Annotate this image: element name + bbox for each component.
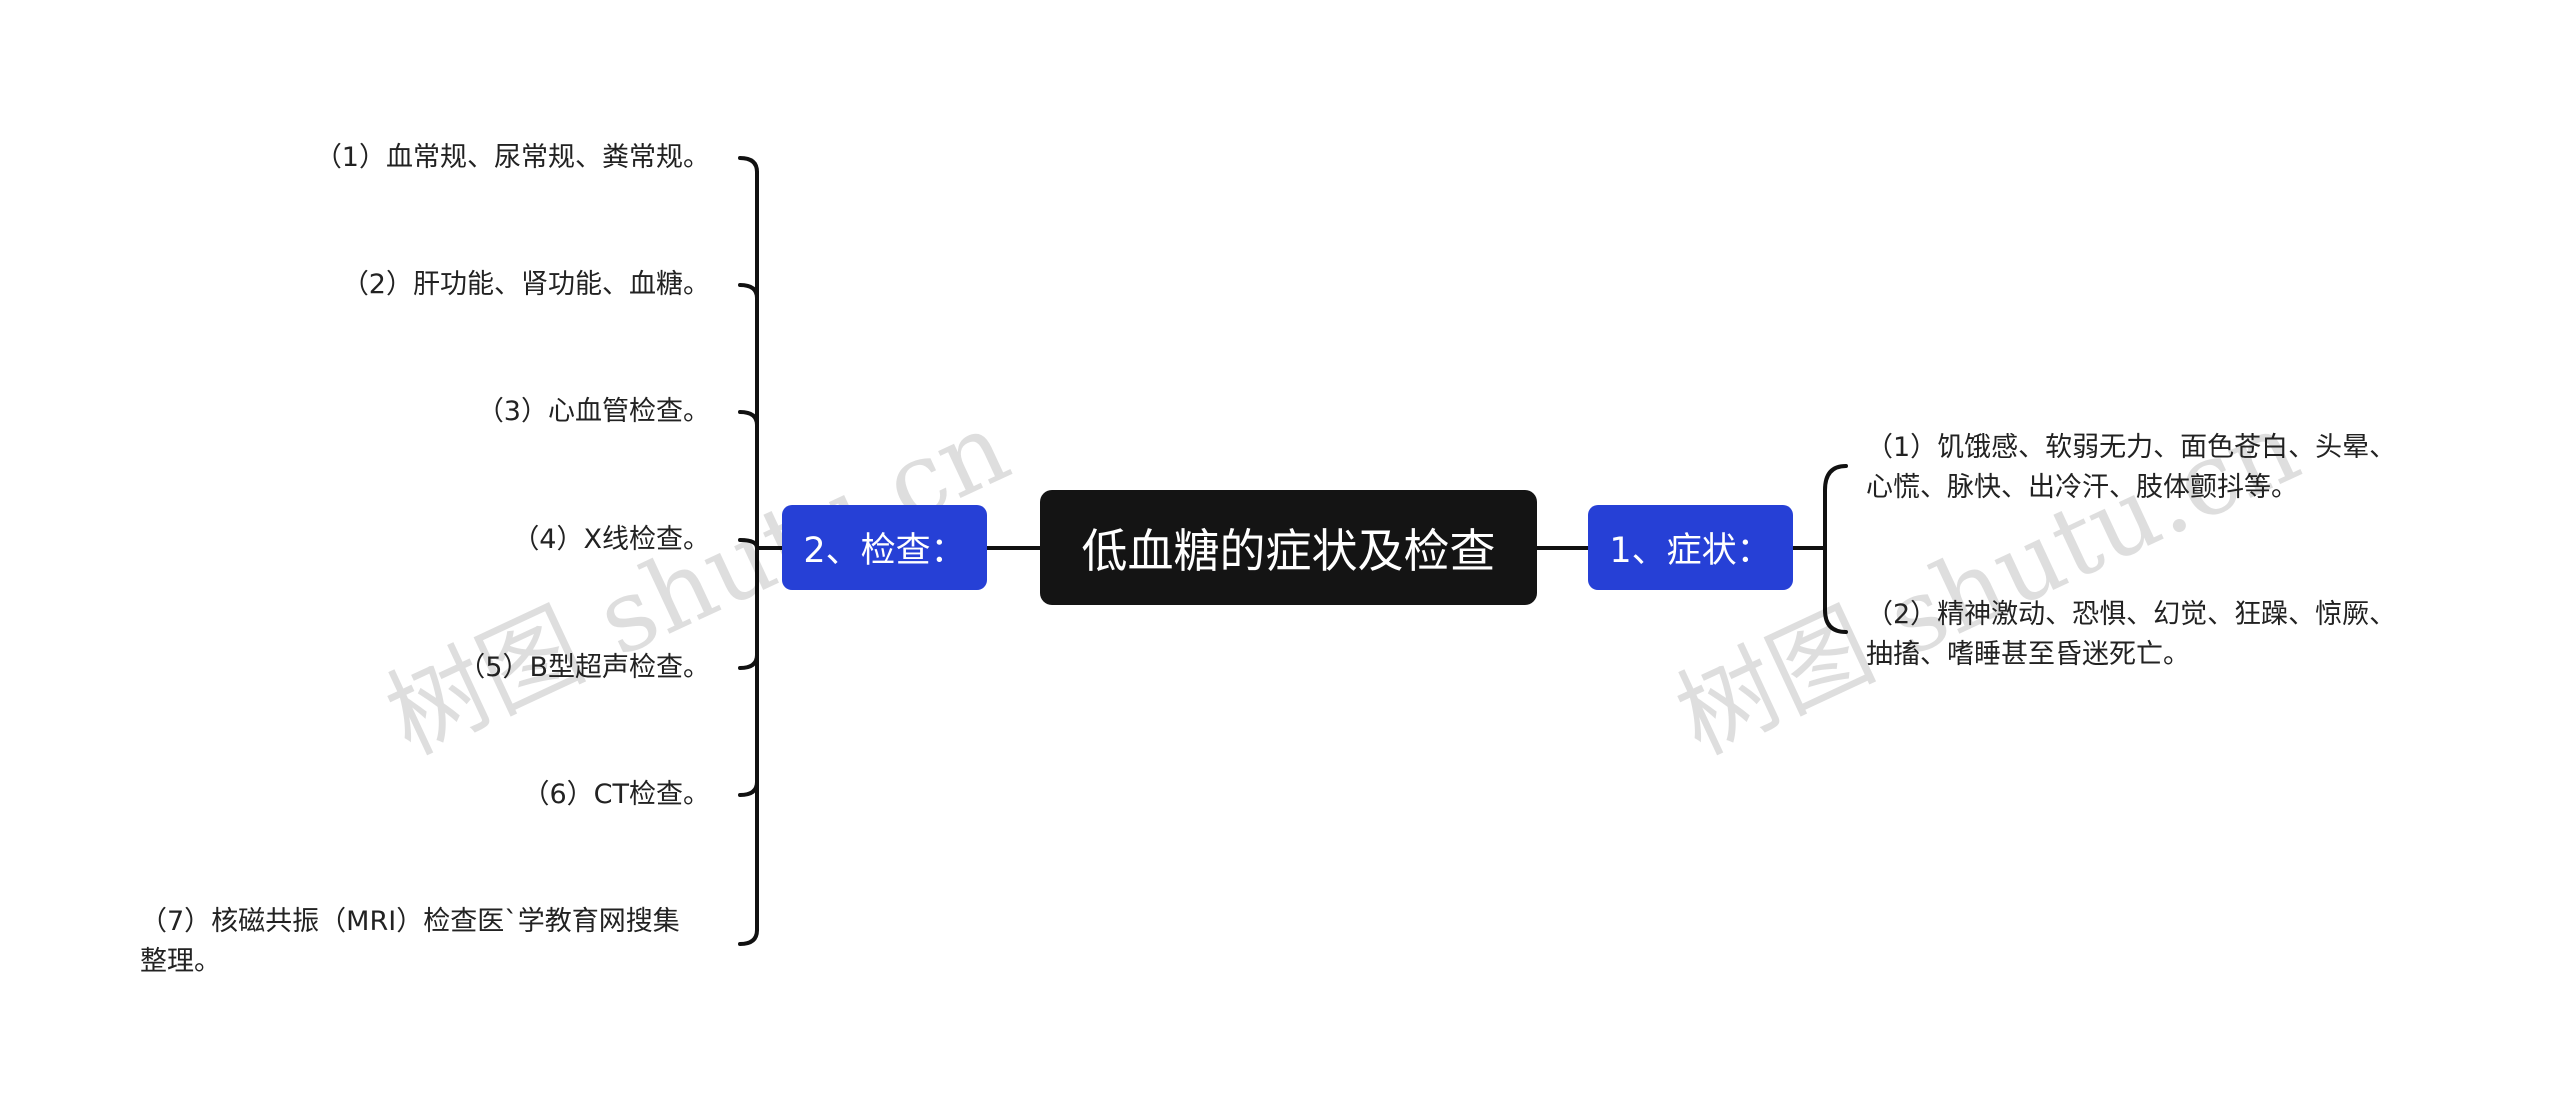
leaf-symptom-2-line-1: （2）精神激动、恐惧、幻觉、狂躁、惊厥、 xyxy=(1866,599,2397,630)
leaf-exam-6[interactable]: （6）CT检查。 xyxy=(522,779,710,810)
leaf-exam-4[interactable]: （4）X线检查。 xyxy=(512,524,710,555)
left-brace-bottom xyxy=(738,928,759,946)
left-tick-4 xyxy=(738,538,759,550)
leaf-exam-2[interactable]: （2）肝功能、肾功能、血糖。 xyxy=(341,269,710,300)
left-tick-6 xyxy=(738,780,759,797)
left-brace-top xyxy=(738,156,759,174)
right-brace-top xyxy=(1823,464,1848,492)
leaf-symptom-1-line-1: （1）饥饿感、软弱无力、面色苍白、头晕、 xyxy=(1866,432,2397,463)
leaf-symptom-1[interactable]: （1）饥饿感、软弱无力、面色苍白、头晕、 心慌、脉快、出冷汗、肢体颤抖等。 xyxy=(1866,428,2426,508)
root-node[interactable]: 低血糖的症状及检查 xyxy=(1040,490,1537,605)
leaf-exam-7-line-2: 整理。 xyxy=(140,946,221,977)
left-tick-3 xyxy=(738,410,759,427)
leaf-symptom-2-line-2: 抽搐、嗜睡甚至昏迷死亡。 xyxy=(1866,639,2190,670)
left-tick-5 xyxy=(738,653,759,670)
branch-node-symptoms[interactable]: 1、症状： xyxy=(1588,505,1793,590)
branch-node-examination[interactable]: 2、检查： xyxy=(782,505,987,590)
leaf-exam-7[interactable]: （7）核磁共振（MRI）检查医`学教育网搜集 整理。 xyxy=(140,902,720,982)
leaf-exam-3[interactable]: （3）心血管检查。 xyxy=(476,396,710,427)
leaf-exam-7-line-1: （7）核磁共振（MRI）检查医`学教育网搜集 xyxy=(140,906,680,937)
leaf-exam-1[interactable]: （1）血常规、尿常规、粪常规。 xyxy=(314,142,710,173)
leaf-exam-5[interactable]: （5）B型超声检查。 xyxy=(458,652,710,683)
right-brace-bottom xyxy=(1823,608,1848,634)
leaf-symptom-1-line-2: 心慌、脉快、出冷汗、肢体颤抖等。 xyxy=(1866,472,2298,503)
leaf-symptom-2[interactable]: （2）精神激动、恐惧、幻觉、狂躁、惊厥、 抽搐、嗜睡甚至昏迷死亡。 xyxy=(1866,595,2426,675)
left-tick-2 xyxy=(738,283,759,300)
